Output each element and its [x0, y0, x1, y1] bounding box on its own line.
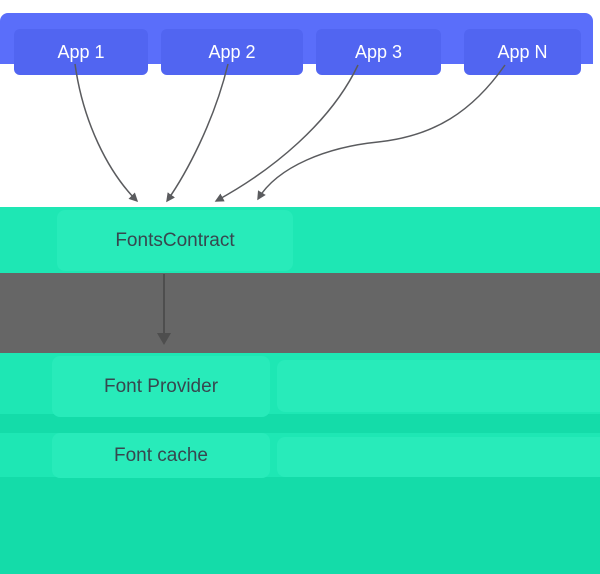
font-cache-label: Font cache: [114, 444, 208, 466]
funnel-arrow-app1-icon: [74, 63, 139, 203]
funnel-arrow-app3-icon: [214, 64, 359, 202]
fonts-contract-box: FontsContract: [57, 210, 293, 271]
funnel-arrow-appn-icon: [257, 64, 506, 201]
font-cache-box: Font cache: [52, 433, 270, 478]
app-box-1: App 1: [14, 29, 148, 75]
fonts-contract-label: FontsContract: [115, 229, 235, 251]
app-box-n: App N: [464, 29, 581, 75]
app-n-label: App N: [497, 41, 548, 62]
font-provider-label: Font Provider: [103, 375, 219, 397]
funnel-arrow-app2-icon: [166, 63, 229, 203]
system-gray-band: [0, 273, 600, 353]
app-1-label: App 1: [57, 41, 105, 62]
app-2-label: App 2: [208, 41, 256, 62]
font-provider-side-box: [277, 360, 600, 412]
app-box-2: App 2: [161, 29, 303, 75]
app-bar: App 1 App 2 App 3 App N: [0, 13, 593, 75]
app-box-3: App 3: [316, 29, 441, 75]
font-provider-box: Font Provider: [52, 356, 270, 417]
font-cache-side-box: [277, 437, 600, 477]
app-3-label: App 3: [354, 41, 403, 62]
